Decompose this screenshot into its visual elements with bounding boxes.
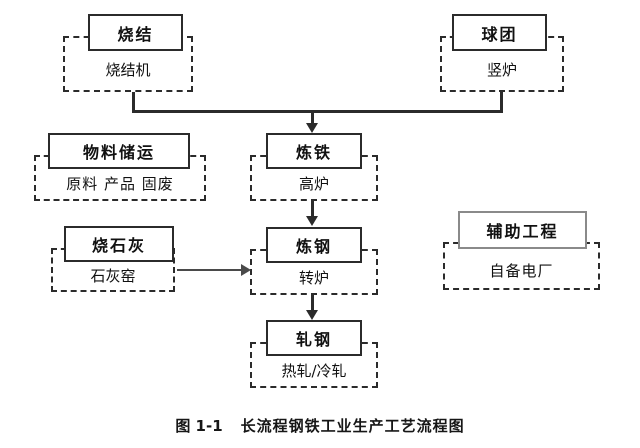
node-pelletizing-title: 球团	[452, 14, 547, 51]
node-material-storage-title: 物料储运	[48, 133, 190, 169]
node-sintering-title: 烧结	[88, 14, 183, 51]
node-lime-burning-subtitle: 石灰窑	[90, 266, 136, 285]
node-rolling-title: 轧钢	[266, 320, 362, 356]
edge-sintering-drop	[132, 92, 135, 112]
arrowhead-bus-to-ironmaking	[306, 123, 318, 133]
node-rolling-subtitle: 热轧/冷轧	[281, 361, 347, 380]
edge-bus-to-ironmaking	[311, 110, 314, 126]
node-auxiliary-subtitle: 自备电厂	[489, 261, 554, 280]
edge-lime-to-steelmaking	[177, 269, 243, 271]
arrowhead-steelmaking-to-rolling	[306, 310, 318, 320]
edge-ironmaking-to-steelmaking	[311, 201, 314, 219]
edge-merge-bus	[132, 110, 503, 113]
node-ironmaking-title: 炼铁	[266, 133, 362, 169]
node-pelletizing-subtitle: 竖炉	[486, 60, 517, 79]
edge-pelletizing-drop	[500, 92, 503, 112]
node-material-storage-subtitle: 原料 产品 固废	[66, 174, 174, 193]
figure-caption-number: 图 1-1	[175, 417, 223, 435]
node-lime-burning-title: 烧石灰	[64, 226, 174, 262]
figure-caption-text: 长流程钢铁工业生产工艺流程图	[240, 417, 465, 435]
node-sintering-subtitle: 烧结机	[105, 60, 151, 79]
node-steelmaking-subtitle: 转炉	[298, 268, 329, 287]
arrowhead-lime-to-steelmaking	[241, 264, 251, 276]
node-ironmaking-subtitle: 高炉	[298, 174, 329, 193]
arrowhead-ironmaking-to-steelmaking	[306, 216, 318, 226]
edge-steelmaking-to-rolling	[311, 295, 314, 313]
node-steelmaking-title: 炼钢	[266, 227, 362, 263]
figure-caption: 图 1-1 长流程钢铁工业生产工艺流程图	[0, 415, 640, 436]
node-auxiliary-title: 辅助工程	[458, 211, 587, 249]
